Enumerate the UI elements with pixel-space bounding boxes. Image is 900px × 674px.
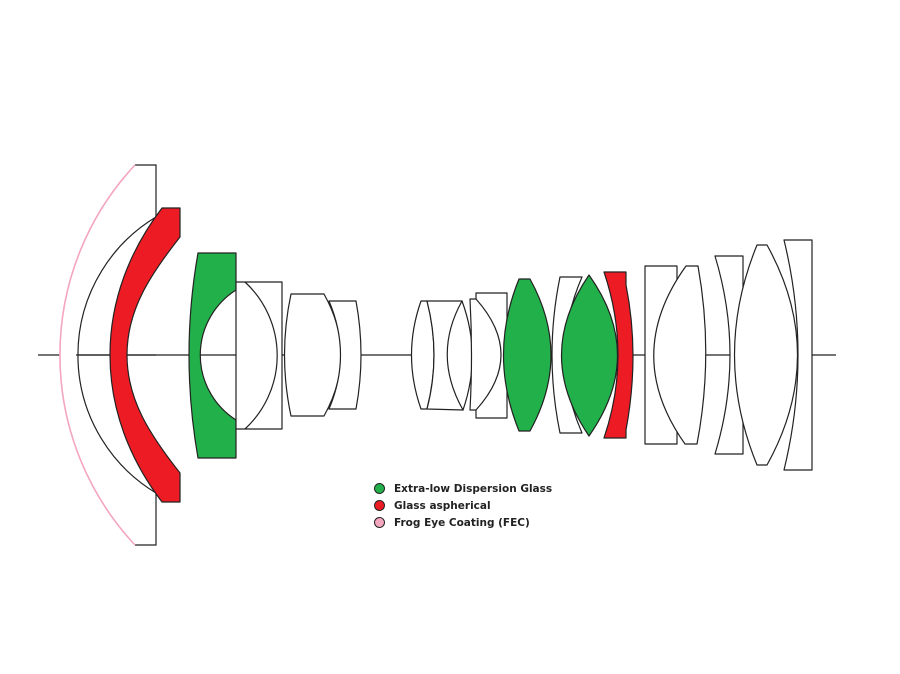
fec-coating xyxy=(59,164,136,546)
legend-item-fec: Frog Eye Coating (FEC) xyxy=(374,514,552,531)
legend: Extra-low Dispersion Glass Glass aspheri… xyxy=(374,480,552,531)
lens-element-13-aspherical xyxy=(603,271,634,439)
legend-label: Extra-low Dispersion Glass xyxy=(394,482,553,495)
legend-item-aspherical: Glass aspherical xyxy=(374,497,552,514)
legend-item-ed-glass: Extra-low Dispersion Glass xyxy=(374,480,552,497)
lens-element-16 xyxy=(733,244,799,466)
lens-element-10-ed xyxy=(502,278,552,432)
lens-element-6 xyxy=(328,300,362,410)
legend-label: Glass aspherical xyxy=(394,499,491,512)
lens-element-14 xyxy=(644,265,707,445)
pink-dot-icon xyxy=(374,517,385,528)
lens-element-4 xyxy=(235,281,283,430)
lens-element-1 xyxy=(59,164,157,546)
lens-element-8 xyxy=(426,300,473,411)
red-dot-icon xyxy=(374,500,385,511)
lens-element-3-ed xyxy=(188,252,237,459)
lens-element-17 xyxy=(783,239,813,471)
lens-element-5 xyxy=(283,293,342,417)
lens-element-2-aspherical xyxy=(109,207,181,503)
lens-element-9 xyxy=(469,292,508,419)
lens-element-15 xyxy=(714,255,744,455)
lens-element-12-ed xyxy=(560,274,619,437)
green-dot-icon xyxy=(374,483,385,494)
legend-label: Frog Eye Coating (FEC) xyxy=(394,516,530,529)
